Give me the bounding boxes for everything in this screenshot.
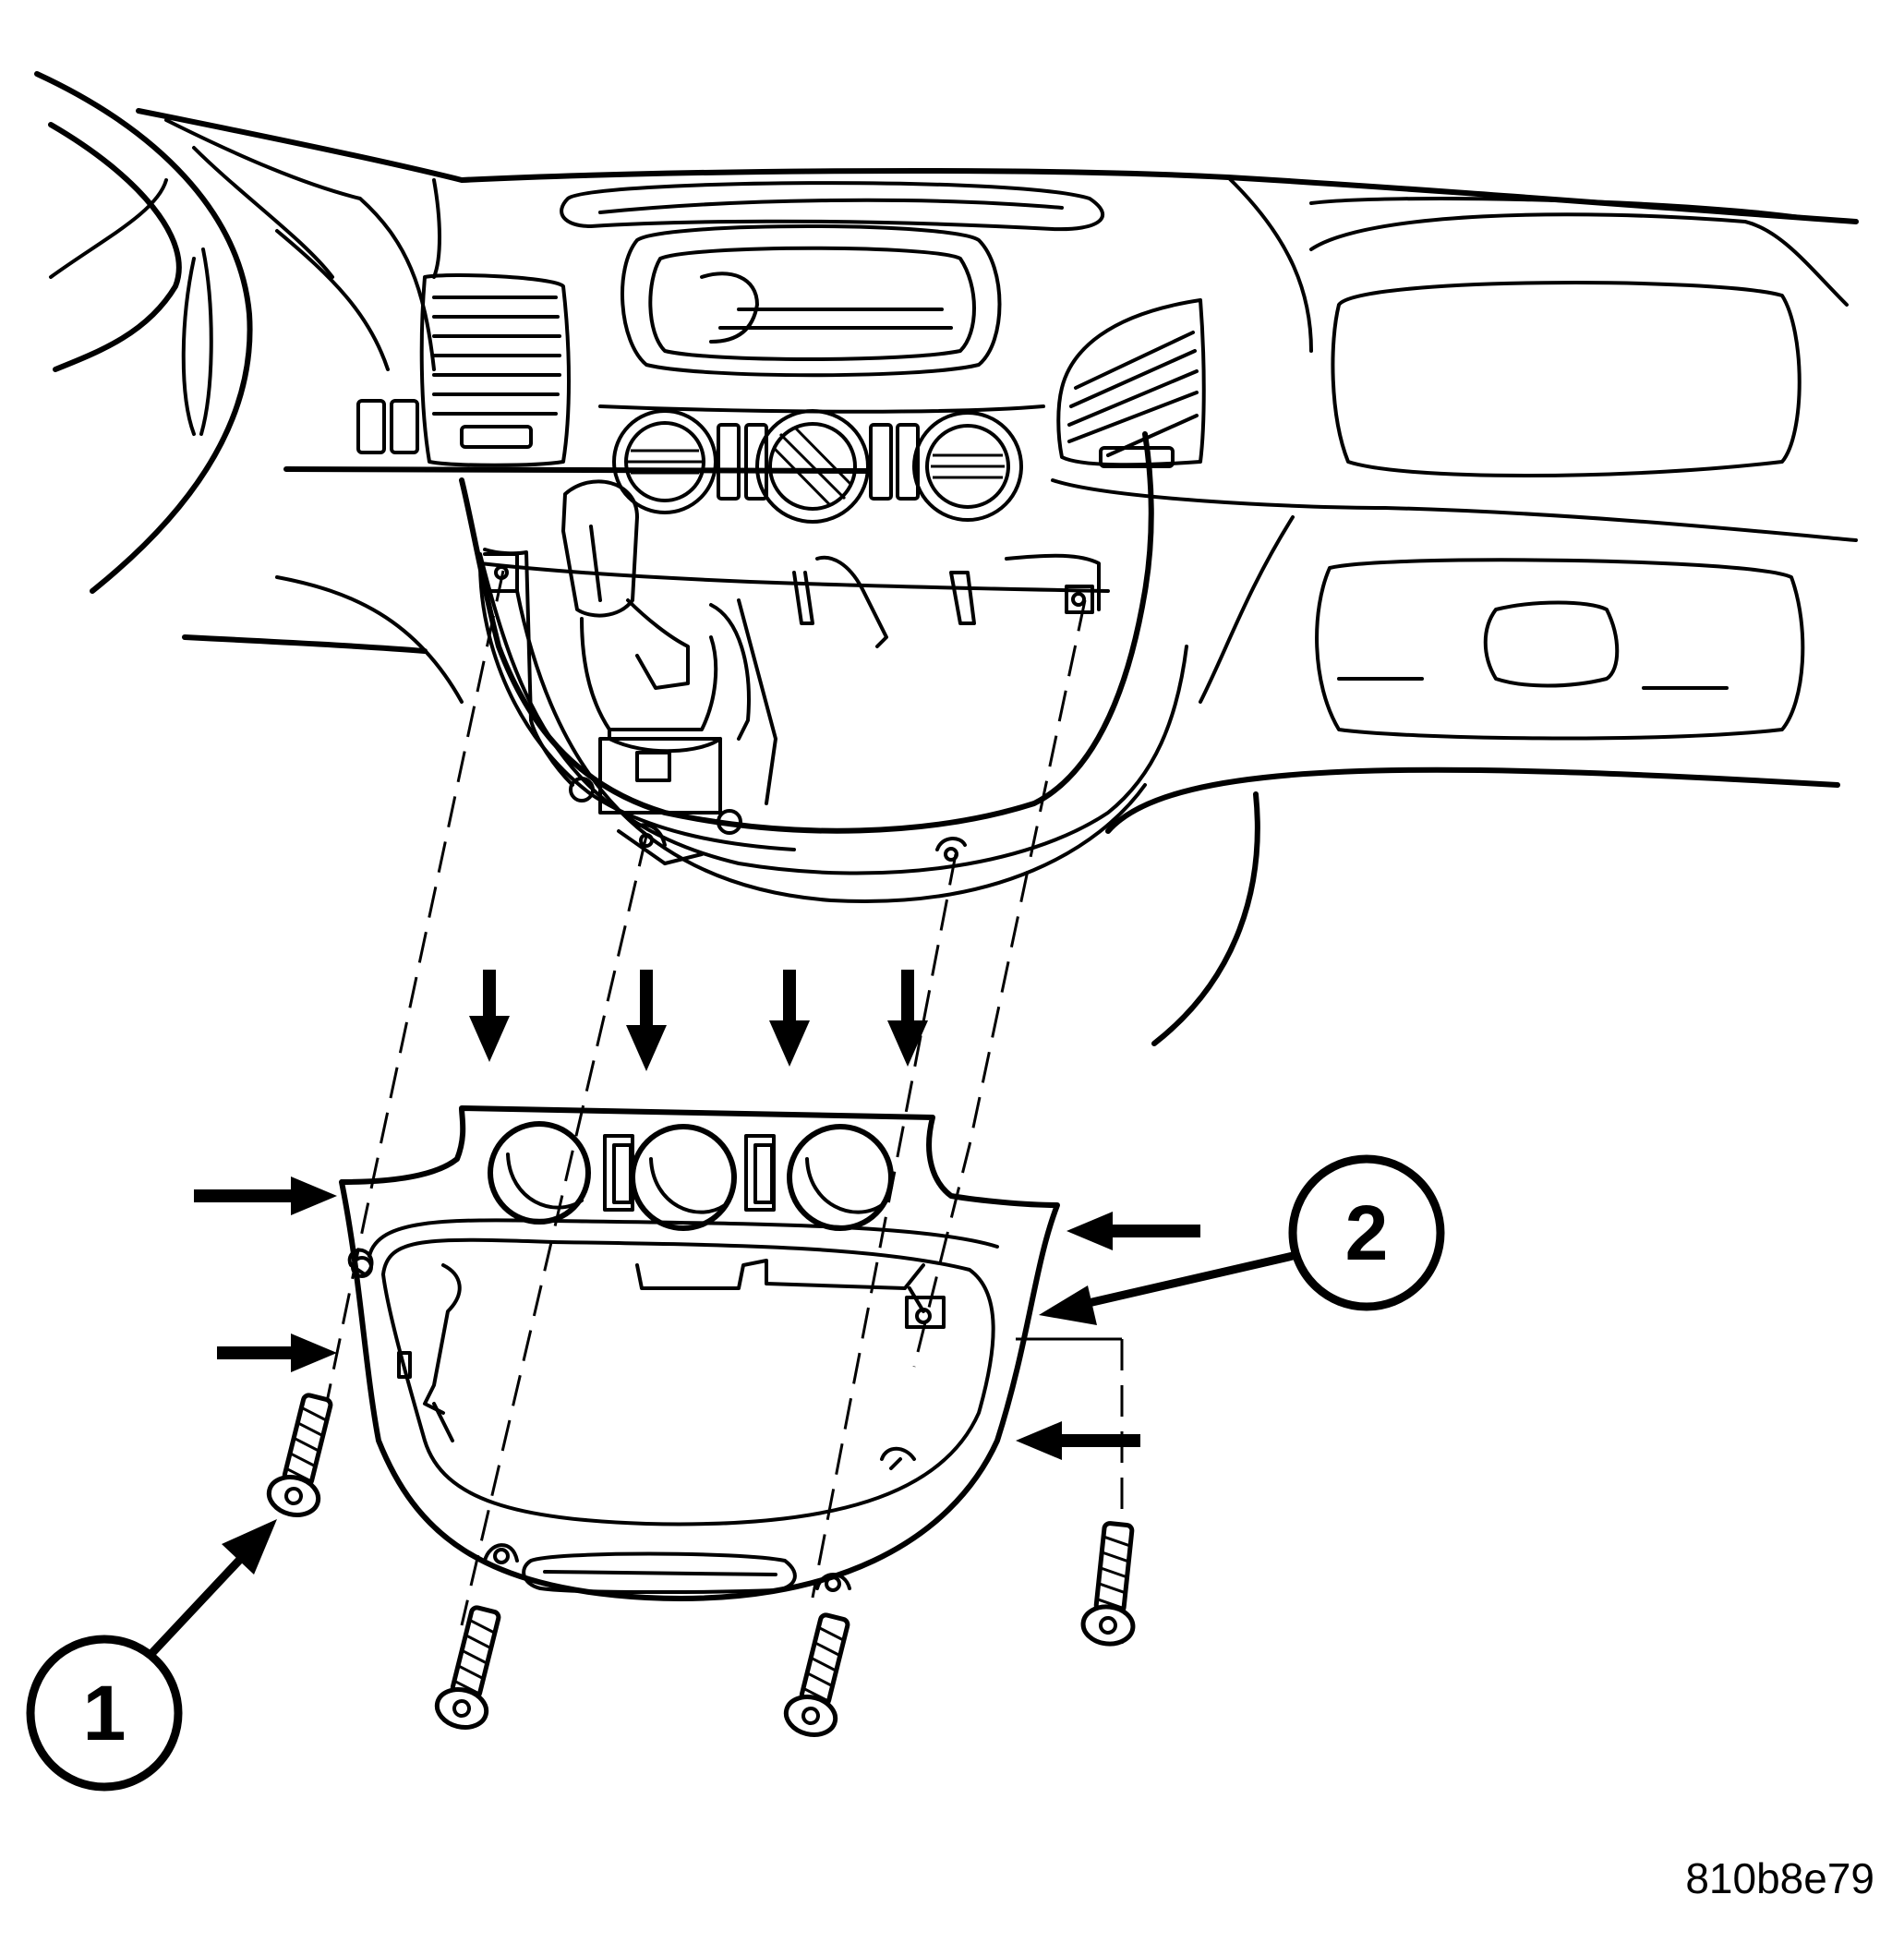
instrument-panel <box>34 71 1859 1046</box>
bezel <box>339 1105 1060 1601</box>
callout-2: 2 <box>1039 1154 1445 1325</box>
arrow-icon <box>887 970 928 1067</box>
alignment-lines <box>307 570 1124 1644</box>
arrow-icon <box>626 970 667 1071</box>
screw-icon <box>434 1605 501 1730</box>
callout-1: 1 <box>26 1519 277 1792</box>
arrow-icon <box>194 1177 337 1215</box>
screws <box>266 1393 1136 1737</box>
callout-1-label: 1 <box>83 1670 127 1756</box>
arrow-icon <box>469 970 510 1062</box>
arrow-icon <box>769 970 810 1067</box>
arrow-icon <box>1016 1421 1140 1460</box>
arrow-icon <box>1066 1212 1200 1250</box>
arrow-icon <box>217 1334 337 1372</box>
screw-icon <box>783 1612 850 1737</box>
installation-arrows <box>194 970 1200 1460</box>
screw-icon <box>266 1393 333 1517</box>
figure-id: 810b8e79 <box>1685 1854 1874 1902</box>
callout-2-label: 2 <box>1345 1189 1389 1276</box>
screw-icon <box>1080 1521 1136 1647</box>
